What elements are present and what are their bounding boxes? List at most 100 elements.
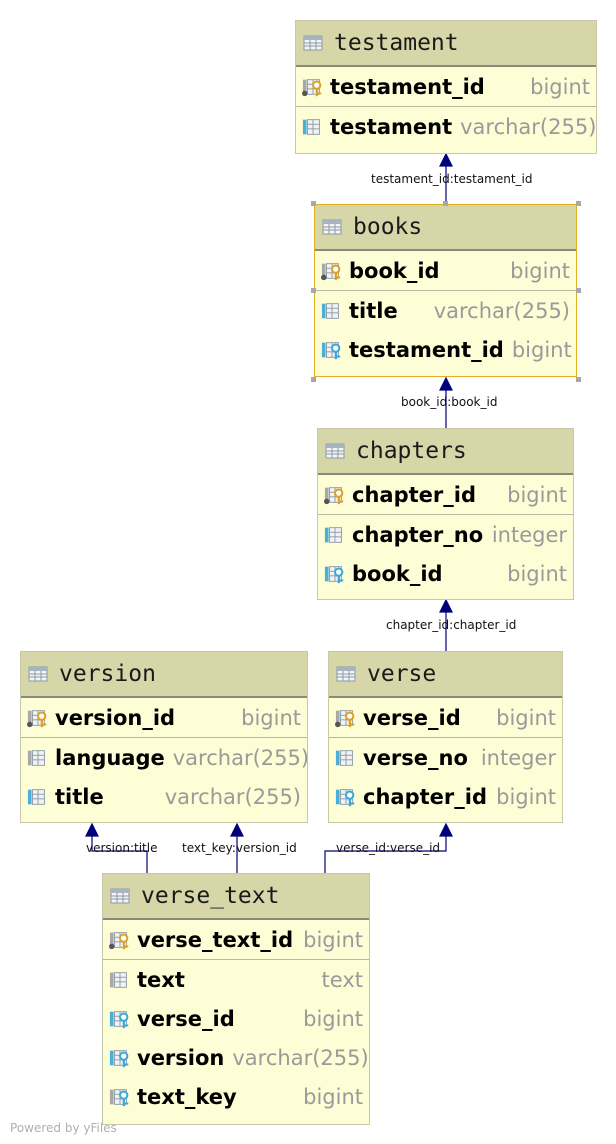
column-name: book_id [352, 561, 443, 586]
column-row-book-id[interactable]: book_id bigint [318, 554, 573, 593]
table-header[interactable]: verse_text [103, 874, 369, 920]
selection-handle[interactable] [311, 288, 316, 293]
selection-handle[interactable] [576, 288, 581, 293]
table-name: books [353, 214, 423, 240]
column-row-book-id[interactable]: book_id bigint [315, 251, 576, 290]
foreign-key-column-icon [109, 1049, 129, 1067]
column-icon [27, 749, 45, 766]
table-header[interactable]: chapters [318, 429, 573, 475]
column-type: bigint [507, 561, 567, 586]
column-icon [335, 749, 353, 766]
selection-handle[interactable] [576, 201, 581, 206]
column-type: text [321, 967, 363, 992]
column-type: varchar(255) [164, 784, 301, 809]
column-type: bigint [510, 258, 570, 283]
foreign-key-column-icon [109, 1088, 129, 1106]
column-type: bigint [511, 337, 572, 362]
column-type: bigint [303, 1084, 363, 1109]
column-row-verse-text-id[interactable]: verse_text_id bigint [103, 920, 369, 959]
column-type: bigint [303, 927, 363, 952]
primary-key-column-icon [302, 78, 322, 96]
primary-key-section: chapter_id bigint [318, 475, 573, 515]
column-name: version_id [55, 705, 176, 730]
column-name: chapter_id [363, 784, 487, 809]
column-name: title [55, 784, 104, 809]
table-header[interactable]: books [315, 205, 576, 251]
column-name: verse_text_id [137, 927, 294, 952]
selection-handle[interactable] [443, 201, 448, 206]
table-icon [110, 888, 130, 904]
column-type: bigint [507, 482, 567, 507]
primary-key-column-icon [335, 709, 355, 727]
column-name: language [55, 745, 165, 770]
column-name: testament_id [330, 74, 485, 99]
column-row-testament-id[interactable]: testament_id bigint [315, 330, 576, 369]
arrowhead-books [439, 376, 453, 391]
column-icon [302, 118, 320, 135]
column-name: verse_no [363, 745, 468, 770]
column-type: bigint [241, 705, 301, 730]
column-row-title[interactable]: title varchar(255) [21, 777, 307, 816]
column-row-version-id[interactable]: version_id bigint [21, 698, 307, 737]
table-header[interactable]: verse [329, 652, 562, 698]
table-header[interactable]: version [21, 652, 307, 698]
selection-handle[interactable] [576, 377, 581, 382]
table-name: chapters [356, 438, 467, 464]
table-name: version [59, 661, 156, 687]
column-name: chapter_id [352, 482, 476, 507]
primary-key-column-icon [321, 262, 341, 280]
column-type: bigint [496, 705, 556, 730]
column-icon [109, 971, 127, 988]
footer-credit: Powered by yFiles [10, 1121, 117, 1135]
foreign-key-column-icon [335, 788, 355, 806]
column-name: version [137, 1045, 225, 1070]
column-name: testament_id [349, 337, 504, 362]
relation-label-vt-verse: verse_id:verse_id [336, 841, 441, 855]
column-row-testament-id[interactable]: testament_id bigint [296, 67, 596, 106]
foreign-key-column-icon [109, 1010, 129, 1028]
column-row-verse-no[interactable]: verse_no integer [329, 738, 562, 777]
table-icon [336, 666, 356, 682]
selection-handle[interactable] [311, 201, 316, 206]
column-row-chapter-id[interactable]: chapter_id bigint [318, 475, 573, 514]
column-type: integer [480, 745, 556, 770]
table-name: verse_text [141, 883, 280, 909]
foreign-key-column-icon [321, 341, 341, 359]
primary-key-section: testament_id bigint [296, 67, 596, 107]
primary-key-section: book_id bigint [315, 251, 576, 291]
column-type: bigint [530, 74, 590, 99]
relation-label-chapters-books: book_id:book_id [401, 395, 498, 409]
arrowhead-verse [439, 822, 453, 837]
relation-line-vt-verse [324, 830, 447, 873]
table-name: verse [367, 661, 437, 687]
relation-label-vt-version-title: version:title [86, 841, 158, 855]
column-name: book_id [349, 258, 440, 283]
column-type: varchar(255) [460, 114, 597, 139]
table-header[interactable]: testament [296, 21, 596, 67]
primary-key-column-icon [324, 486, 344, 504]
selection-handle[interactable] [311, 377, 316, 382]
column-type: integer [491, 522, 567, 547]
